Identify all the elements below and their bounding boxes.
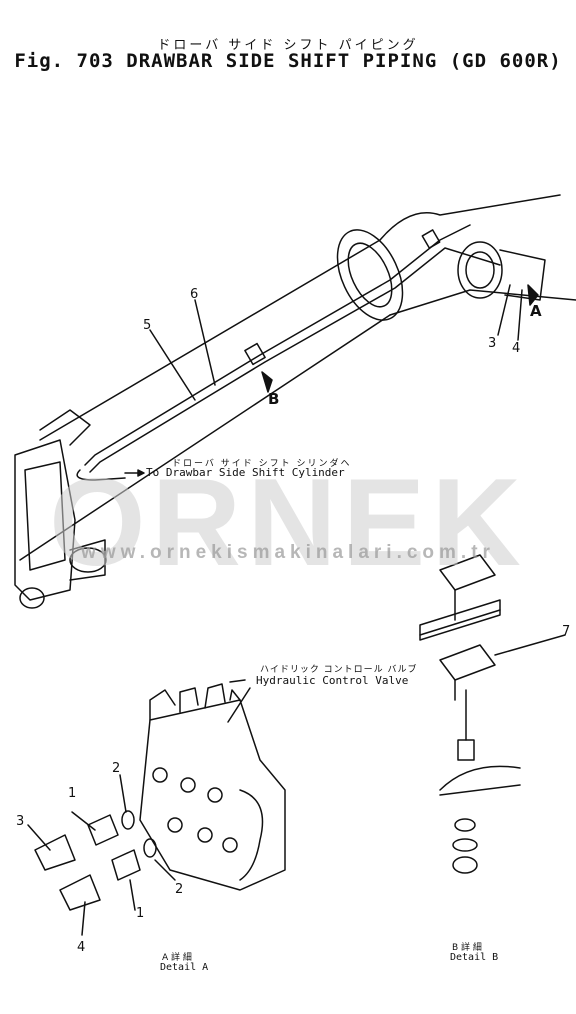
callout-4-top: 4 xyxy=(512,341,521,356)
callout-2-upper: 2 xyxy=(112,761,121,776)
valve-label-japanese: ハイドリック コントロール バルブ xyxy=(260,665,418,675)
callout-5: 5 xyxy=(143,318,152,333)
watermark-url: www.ornekismakinalari.com.tr xyxy=(81,542,495,563)
detail-b-label-japanese: B 詳 細 xyxy=(452,943,482,953)
cylinder-label: To Drawbar Side Shift Cylinder xyxy=(146,466,345,479)
leader-valve xyxy=(227,687,251,723)
callout-7: 7 xyxy=(562,624,571,639)
elbow-fitting-upper xyxy=(87,814,119,846)
connector-4 xyxy=(59,874,101,911)
callout-1-lower: 1 xyxy=(136,906,145,921)
callout-4-lower: 4 xyxy=(77,940,86,955)
leader-4 xyxy=(517,289,523,341)
o-ring-lower xyxy=(143,838,157,858)
hydraulic-control-valve xyxy=(139,679,286,891)
arrow-a-label: A xyxy=(530,302,542,320)
arrow-a-icon xyxy=(527,284,539,306)
elbow-fitting-lower xyxy=(111,849,141,881)
arrow-b-label: B xyxy=(268,390,280,408)
leader-6 xyxy=(194,299,216,386)
figure-title-japanese: ドローバ サイド シフト パイピング xyxy=(157,38,419,53)
callout-2-lower: 2 xyxy=(175,882,184,897)
callout-3-lower: 3 xyxy=(16,814,25,829)
callout-3-top: 3 xyxy=(488,336,497,351)
leader-7 xyxy=(494,634,566,656)
detail-a-label-japanese: A 詳 細 xyxy=(162,953,192,963)
arrow-b-icon xyxy=(261,371,273,393)
front-housing xyxy=(14,409,107,609)
leader-5 xyxy=(149,329,196,401)
pipe-assembly xyxy=(76,224,501,481)
o-ring-upper xyxy=(121,810,135,830)
callout-6: 6 xyxy=(190,287,199,302)
detail-a-fittings xyxy=(27,774,176,936)
detail-a-label: Detail A xyxy=(160,962,209,973)
detail-b-clamp xyxy=(419,554,566,874)
leader-3 xyxy=(497,284,511,336)
callout-1-upper: 1 xyxy=(68,786,77,801)
main-frame-beam xyxy=(19,194,576,561)
valve-label: Hydraulic Control Valve xyxy=(256,674,409,687)
connector-3 xyxy=(34,834,76,871)
detail-b-label: Detail B xyxy=(450,952,499,963)
watermark-logo: ORNEK xyxy=(49,454,527,592)
figure-title: Fig. 703 DRAWBAR SIDE SHIFT PIPING (GD 6… xyxy=(14,50,562,72)
cylinder-label-japanese: ドローバ サイド シフト シリンダヘ xyxy=(172,459,352,469)
